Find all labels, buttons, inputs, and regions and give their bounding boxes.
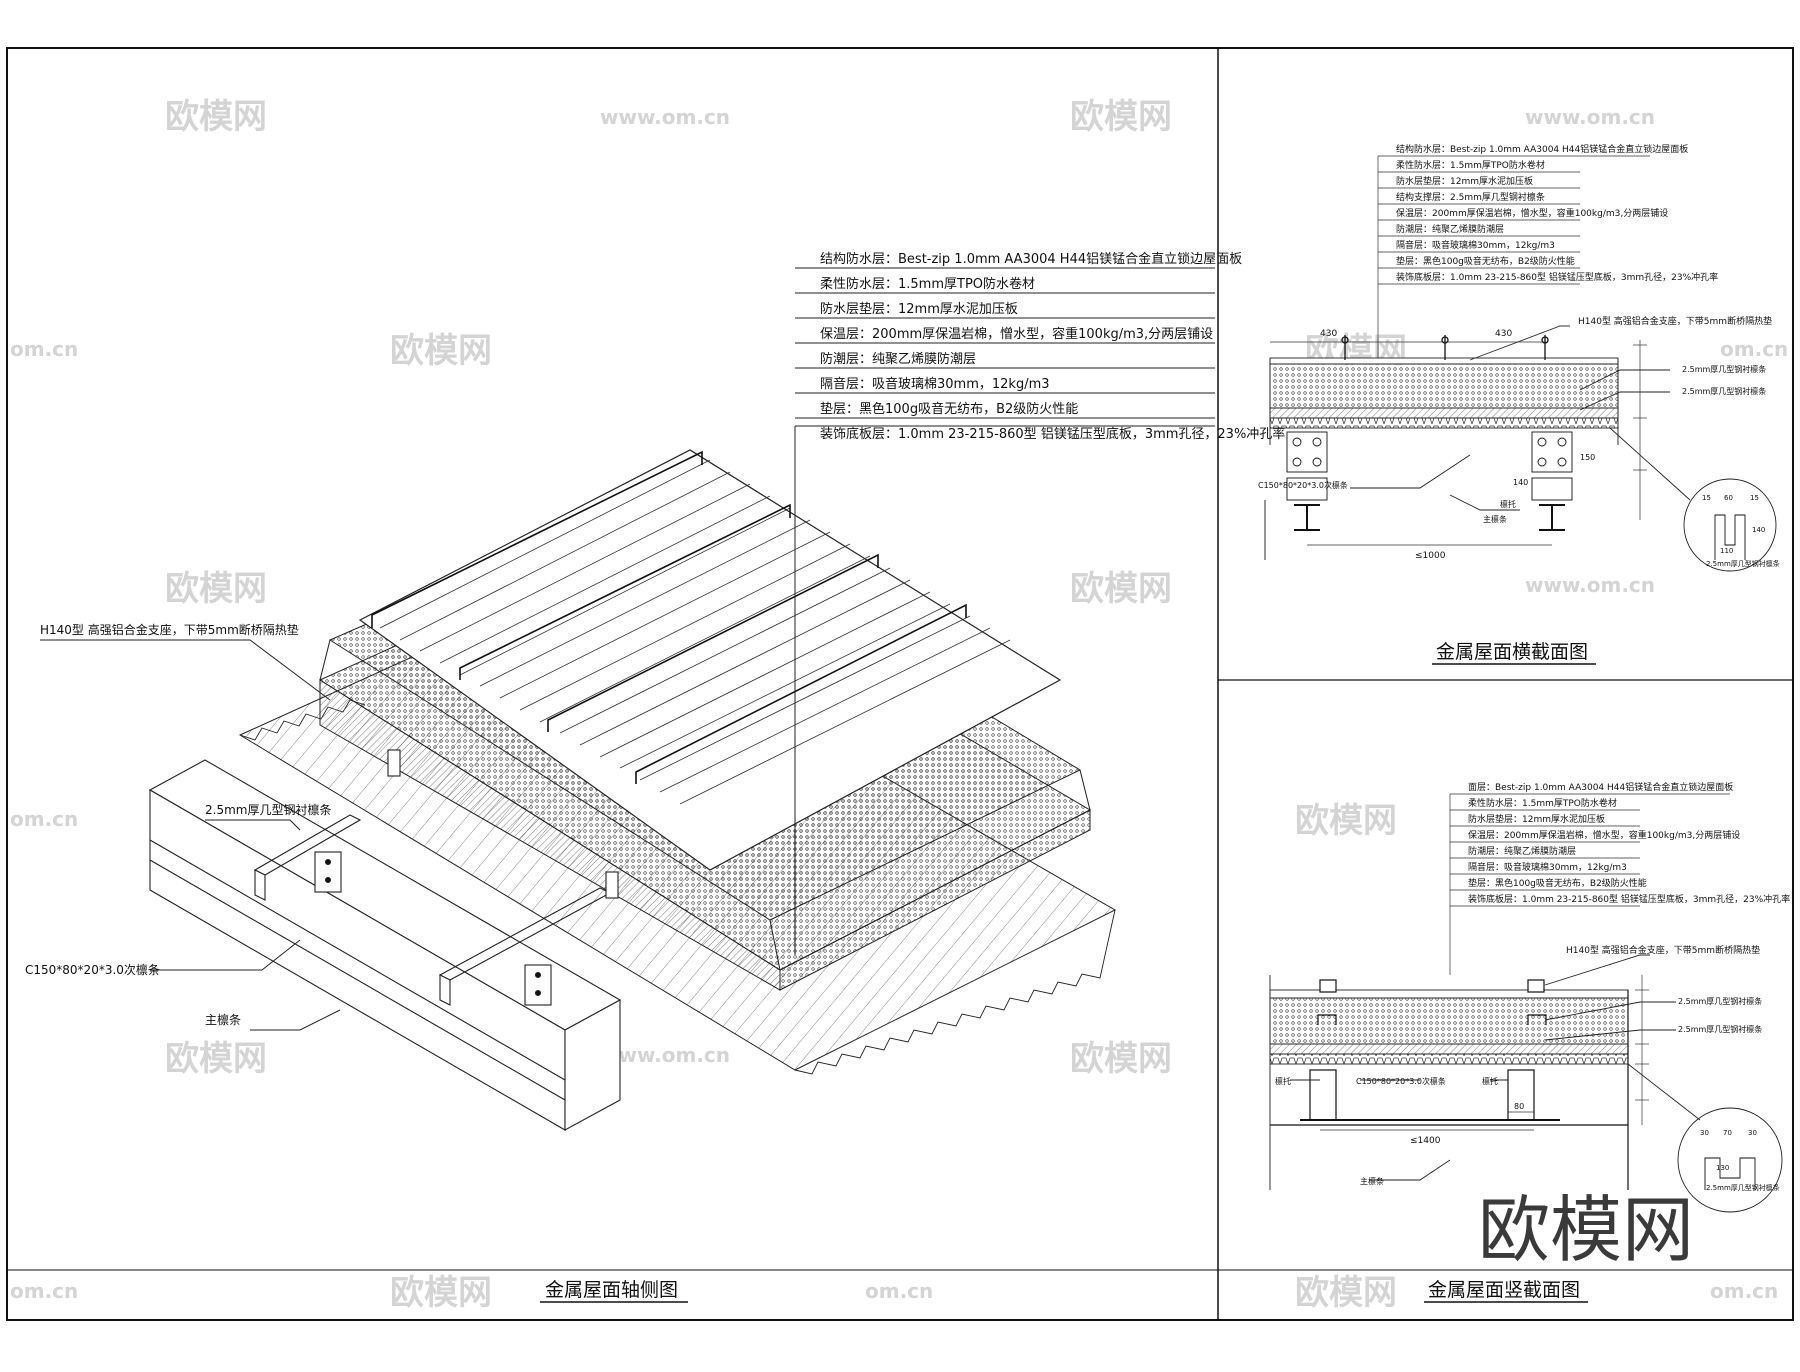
cross-dim-right: 430 — [1495, 329, 1512, 339]
long-title: 金属屋面竖截面图 — [1428, 1279, 1580, 1301]
watermark-brand: 欧模网 — [1070, 569, 1172, 609]
watermark-layer: 欧模网 www.om.cn 欧模网 www.om.cn om.cn 欧模网 欧模… — [10, 97, 1788, 1313]
axo-callout-purlin: C150*80*20*3.0次檩条 — [25, 962, 160, 977]
watermark-url: om.cn — [1710, 1279, 1778, 1303]
axo-layer-6: 隔音层：吸音玻璃棉30mm，12kg/m3 — [820, 376, 1050, 392]
cross-detail-dim-1: 15 — [1702, 494, 1711, 502]
watermark-url: om.cn — [10, 337, 78, 361]
cross-detail-dim-3: 15 — [1750, 494, 1759, 502]
long-detail-dim-2: 70 — [1723, 1129, 1732, 1137]
cross-liner-label-2: 2.5mm厚几型钢衬檩条 — [1682, 386, 1766, 396]
watermark-brand: 欧模网 — [165, 1039, 267, 1079]
axo-title: 金属屋面轴侧图 — [545, 1279, 678, 1301]
watermark-brand: 欧模网 — [165, 569, 267, 609]
cross-detail-label: 2.5mm厚几型钢衬檩条 — [1706, 559, 1780, 568]
cross-layer-8: 垫层：黑色100g吸音无纺布，B2级防火性能 — [1396, 255, 1575, 267]
cross-detail-dim-5: 140 — [1752, 526, 1765, 534]
watermark-brand: 欧模网 — [1070, 97, 1172, 137]
cross-layer-3: 防水层垫层：12mm厚水泥加压板 — [1396, 175, 1533, 187]
long-main-label: 主檩条 — [1360, 1176, 1384, 1186]
long-purlin-label: C150*80*20*3.0次檩条 — [1356, 1076, 1446, 1086]
axo-layer-4: 保温层：200mm厚保温岩棉，憎水型，容重100kg/m3,分两层铺设 — [820, 326, 1213, 342]
long-detail-dim-3: 30 — [1748, 1129, 1757, 1137]
axo-callout-liner: 2.5mm厚几型钢衬檩条 — [205, 802, 331, 817]
watermark-url: om.cn — [865, 1279, 933, 1303]
longitudinal-section-view — [1269, 793, 1783, 1213]
cross-detail-dim-4: 110 — [1720, 547, 1733, 555]
axo-layer-7: 垫层：黑色100g吸音无纺布，B2级防火性能 — [820, 401, 1078, 417]
axo-layer-table: 结构防水层：Best-zip 1.0mm AA3004 H44铝镁锰合金直立锁边… — [820, 251, 1285, 442]
watermark-brand: 欧模网 — [1295, 1273, 1397, 1313]
watermark-brand: 欧模网 — [390, 331, 492, 371]
cross-dim-150: 150 — [1580, 453, 1595, 462]
cross-support-label: H140型 高强铝合金支座，下带5mm断桥隔热垫 — [1578, 315, 1772, 327]
long-layer-table: 面层：Best-zip 1.0mm AA3004 H44铝镁锰合金直立锁边屋面板… — [1468, 781, 1790, 905]
cross-layer-table: 结构防水层：Best-zip 1.0mm AA3004 H44铝镁锰合金直立锁边… — [1396, 143, 1718, 283]
long-layer-3: 防水层垫层：12mm厚水泥加压板 — [1468, 813, 1605, 825]
long-liner-label-1: 2.5mm厚几型钢衬檩条 — [1678, 996, 1762, 1006]
cross-layer-4: 结构支撑层：2.5mm厚几型钢衬檩条 — [1396, 191, 1545, 203]
cross-layer-5: 保温层：200mm厚保温岩棉，憎水型，容重100kg/m3,分两层铺设 — [1396, 207, 1668, 219]
long-detail-label: 2.5mm厚几型钢衬檩条 — [1706, 1183, 1780, 1192]
long-layer-8: 装饰底板层：1.0mm 23-215-860型 铝镁锰压型底板，3mm孔径，23… — [1468, 893, 1790, 905]
long-layer-4: 保温层：200mm厚保温岩棉，憎水型，容重100kg/m3,分两层铺设 — [1468, 829, 1740, 841]
cross-layer-1: 结构防水层：Best-zip 1.0mm AA3004 H44铝镁锰合金直立锁边… — [1396, 143, 1688, 155]
cross-layer-7: 隔音层：吸音玻璃棉30mm，12kg/m3 — [1396, 239, 1555, 251]
watermark-url: om.cn — [10, 807, 78, 831]
long-detail-dim-1: 30 — [1700, 1129, 1709, 1137]
watermark-brand: 欧模网 — [390, 1273, 492, 1313]
axo-layer-3: 防水层垫层：12mm厚水泥加压板 — [820, 301, 1018, 317]
long-support-label: H140型 高强铝合金支座，下带5mm断桥隔热垫 — [1566, 944, 1760, 956]
watermark-url: om.cn — [10, 1279, 78, 1303]
cross-lintiao-label: 檩托 — [1500, 499, 1516, 509]
sheet-frame — [6, 47, 1794, 1321]
watermark-brand: 欧模网 — [1295, 801, 1397, 841]
axo-layer-2: 柔性防水层：1.5mm厚TPO防水卷材 — [820, 276, 1035, 292]
axonometric-view — [40, 267, 1215, 1131]
watermark-url: www.om.cn — [600, 1043, 730, 1067]
long-layer-1: 面层：Best-zip 1.0mm AA3004 H44铝镁锰合金直立锁边屋面板 — [1468, 781, 1733, 793]
cross-main-label: 主檩条 — [1483, 514, 1507, 524]
watermark-url: www.om.cn — [600, 105, 730, 129]
cross-layer-9: 装饰底板层：1.0mm 23-215-860型 铝镁锰压型底板，3mm孔径，23… — [1396, 271, 1718, 283]
watermark-brand: 欧模网 — [165, 97, 267, 137]
long-dim-80: 80 — [1514, 1102, 1524, 1111]
watermark-url: om.cn — [1720, 337, 1788, 361]
axo-callout-support: H140型 高强铝合金支座，下带5mm断桥隔热垫 — [40, 622, 299, 637]
cross-dim-left: 430 — [1320, 329, 1337, 339]
watermark-url: www.om.cn — [1525, 573, 1655, 597]
cross-purlin-label: C150*80*20*3.0次檩条 — [1258, 480, 1348, 490]
long-lintiao-label-2: 檩托 — [1482, 1076, 1498, 1086]
cross-detail-dim-2: 60 — [1724, 494, 1733, 502]
long-lintiao-label-1: 檩托 — [1275, 1076, 1291, 1086]
long-layer-6: 隔音层：吸音玻璃棉30mm，12kg/m3 — [1468, 861, 1627, 873]
cross-dim-140: 140 — [1513, 478, 1528, 487]
long-layer-5: 防潮层：纯聚乙烯膜防潮层 — [1468, 845, 1576, 857]
cross-dim-bottom: ≤1000 — [1415, 551, 1446, 561]
brand-watermark-large: 欧模网 — [1478, 1188, 1694, 1272]
axo-callout-main: 主檩条 — [205, 1012, 241, 1027]
axo-layer-5: 防潮层：纯聚乙烯膜防潮层 — [820, 351, 976, 367]
cross-layer-6: 防潮层：纯聚乙烯膜防潮层 — [1396, 223, 1504, 235]
axo-layer-8: 装饰底板层：1.0mm 23-215-860型 铝镁锰压型底板，3mm孔径，23… — [820, 426, 1285, 442]
cross-liner-label-1: 2.5mm厚几型钢衬檩条 — [1682, 364, 1766, 374]
cross-section-view — [1264, 155, 1777, 572]
long-layer-7: 垫层：黑色100g吸音无纺布，B2级防火性能 — [1468, 877, 1647, 889]
axo-layer-1: 结构防水层：Best-zip 1.0mm AA3004 H44铝镁锰合金直立锁边… — [820, 251, 1242, 267]
long-liner-label-2: 2.5mm厚几型钢衬檩条 — [1678, 1024, 1762, 1034]
watermark-brand: 欧模网 — [1070, 1039, 1172, 1079]
watermark-url: www.om.cn — [1525, 105, 1655, 129]
long-detail-dim-4: 130 — [1716, 1164, 1729, 1172]
long-layer-2: 柔性防水层：1.5mm厚TPO防水卷材 — [1468, 797, 1617, 809]
cross-title: 金属屋面横截面图 — [1436, 641, 1588, 663]
cross-layer-2: 柔性防水层：1.5mm厚TPO防水卷材 — [1396, 159, 1545, 171]
long-dim-bottom: ≤1400 — [1410, 1136, 1441, 1146]
